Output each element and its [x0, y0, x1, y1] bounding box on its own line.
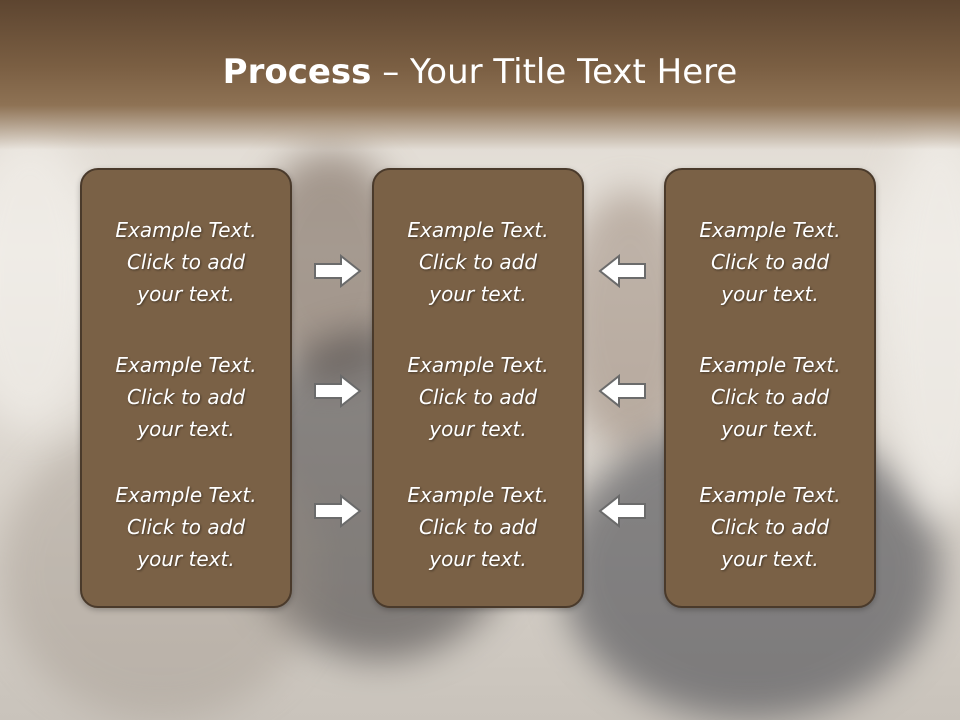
text-line: your text.	[721, 417, 819, 441]
text-line: Click to add	[418, 515, 538, 539]
text-line: your text.	[137, 282, 235, 306]
text-line: Click to add	[126, 250, 246, 274]
text-line: Click to add	[126, 385, 246, 409]
title-bold: Process	[222, 52, 372, 92]
slide-title[interactable]: Process – Your Title Text Here	[0, 52, 960, 92]
text-line: Example Text.	[115, 218, 257, 242]
text-line: your text.	[137, 417, 235, 441]
text-line: Click to add	[418, 250, 538, 274]
arrow-left-icon	[598, 253, 646, 289]
text-line: Example Text.	[407, 218, 549, 242]
text-line: Example Text.	[407, 483, 549, 507]
text-line: your text.	[721, 282, 819, 306]
text-line: Click to add	[418, 385, 538, 409]
title-bar	[0, 0, 960, 150]
text-line: Example Text.	[699, 218, 841, 242]
panel-text[interactable]: Example Text. Click to add your text.	[374, 479, 582, 575]
panel-text[interactable]: Example Text. Click to add your text.	[82, 349, 290, 445]
text-line: your text.	[721, 547, 819, 571]
title-text: Your Title Text Here	[410, 52, 738, 92]
text-line: Example Text.	[699, 483, 841, 507]
panel-text[interactable]: Example Text. Click to add your text.	[666, 214, 874, 310]
arrow-right-icon	[314, 373, 362, 409]
text-line: your text.	[137, 547, 235, 571]
panel-text[interactable]: Example Text. Click to add your text.	[82, 214, 290, 310]
panel-text[interactable]: Example Text. Click to add your text.	[666, 349, 874, 445]
text-line: Example Text.	[115, 353, 257, 377]
text-line: Click to add	[710, 250, 830, 274]
text-line: Example Text.	[407, 353, 549, 377]
arrow-left-icon	[598, 493, 646, 529]
arrow-right-icon	[314, 253, 362, 289]
text-line: your text.	[429, 417, 527, 441]
text-line: Example Text.	[699, 353, 841, 377]
arrow-right-icon	[314, 493, 362, 529]
process-panel-left[interactable]: Example Text. Click to add your text. Ex…	[80, 168, 292, 608]
arrow-left-icon	[598, 373, 646, 409]
text-line: Click to add	[710, 515, 830, 539]
panel-text[interactable]: Example Text. Click to add your text.	[666, 479, 874, 575]
panel-text[interactable]: Example Text. Click to add your text.	[82, 479, 290, 575]
panel-text[interactable]: Example Text. Click to add your text.	[374, 349, 582, 445]
text-line: your text.	[429, 547, 527, 571]
text-line: Click to add	[126, 515, 246, 539]
process-panel-center[interactable]: Example Text. Click to add your text. Ex…	[372, 168, 584, 608]
panel-text[interactable]: Example Text. Click to add your text.	[374, 214, 582, 310]
text-line: your text.	[429, 282, 527, 306]
text-line: Example Text.	[115, 483, 257, 507]
process-panel-right[interactable]: Example Text. Click to add your text. Ex…	[664, 168, 876, 608]
text-line: Click to add	[710, 385, 830, 409]
title-dash: –	[382, 52, 400, 92]
